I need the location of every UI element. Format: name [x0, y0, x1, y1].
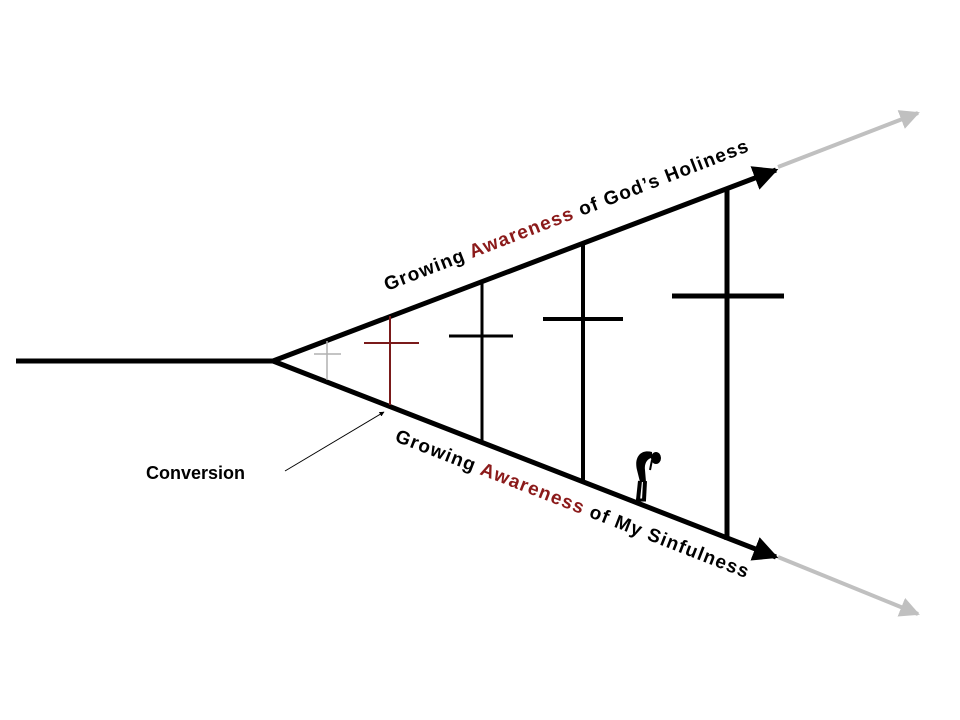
conversion-label: Conversion [146, 463, 245, 483]
sinfulness-arrow [272, 358, 779, 561]
upper-extension-arrow [777, 110, 920, 169]
cross-3 [449, 282, 513, 442]
conversion-pointer [284, 411, 385, 472]
cross-4 [543, 243, 623, 482]
holiness-arrow [272, 166, 779, 364]
sinfulness-label: Growing Awareness of My Sinfulness [392, 426, 752, 583]
sinfulness-label-highlight: Awareness [477, 459, 588, 519]
cross-1 [314, 341, 341, 380]
cross-5 [672, 188, 784, 540]
holiness-label: Growing Awareness of God’s Holiness [381, 136, 752, 296]
lower-extension-arrow [777, 555, 920, 617]
sinfulness-label-prefix: Growing [392, 426, 485, 479]
bowed-figure-icon [636, 451, 661, 502]
cross-conversion [364, 316, 419, 405]
